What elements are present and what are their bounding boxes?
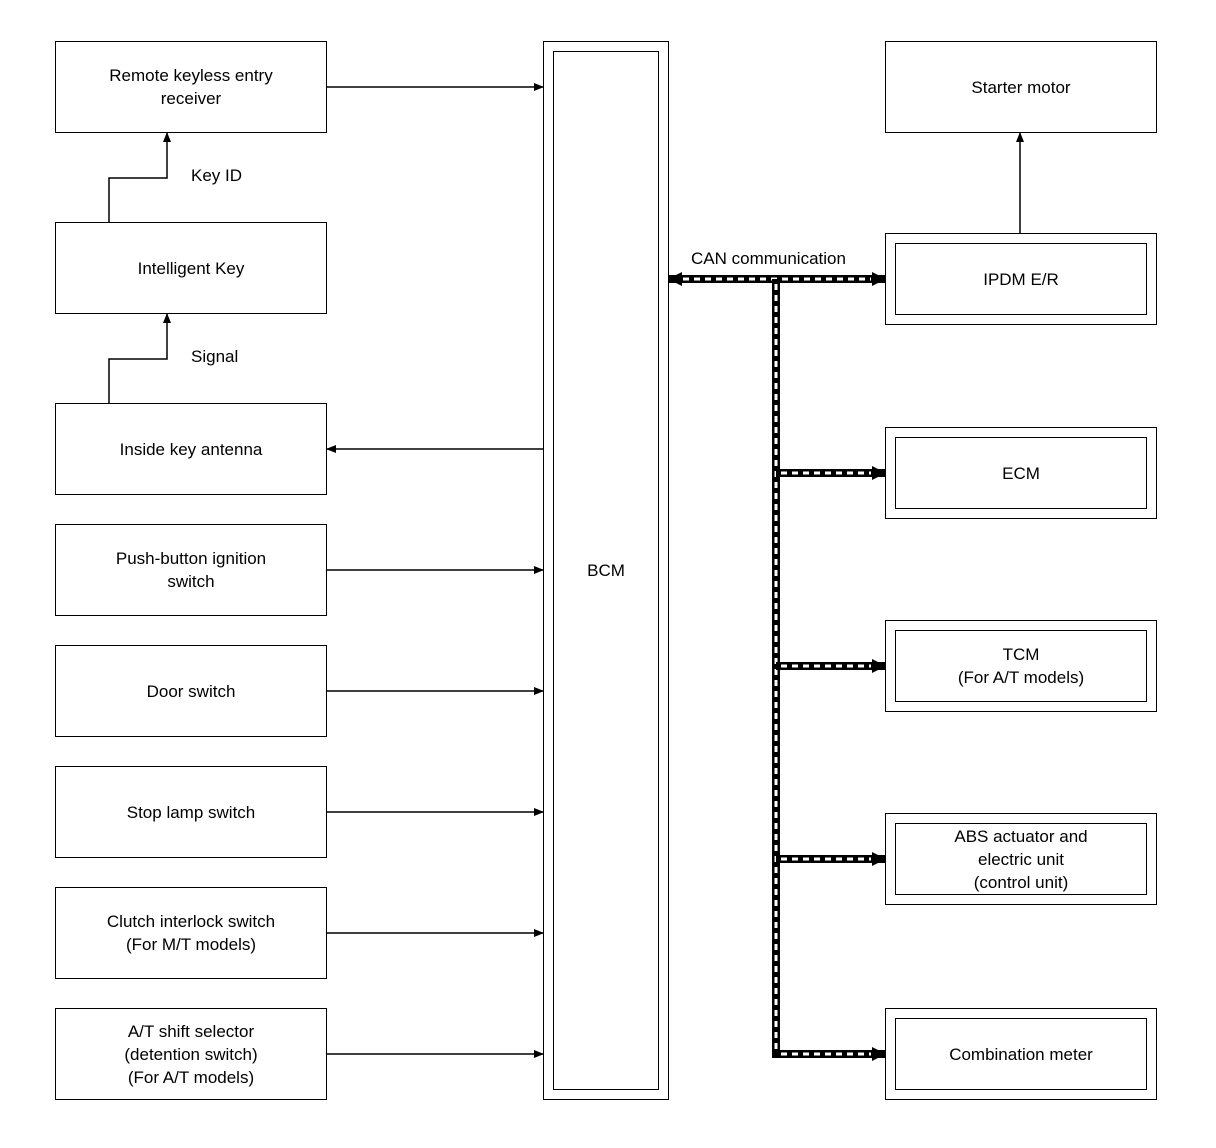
can-bus (668, 272, 886, 1061)
bcm-box: BCM (543, 41, 669, 1100)
clutch-interlock-switch-box: Clutch interlock switch (For M/T models) (55, 887, 327, 979)
abs-actuator-label: ABS actuator and electric unit (control … (954, 826, 1088, 892)
abs-actuator-box: ABS actuator and electric unit (control … (885, 813, 1157, 905)
stop-lamp-switch-box: Stop lamp switch (55, 766, 327, 858)
stop-lamp-switch-label: Stop lamp switch (126, 802, 256, 822)
inside-key-antenna-label: Inside key antenna (119, 439, 263, 459)
signal-label: Signal (191, 347, 239, 366)
ecm-box: ECM (885, 427, 1157, 519)
remote-keyless-entry-receiver-label: Remote keyless entry receiver (109, 66, 273, 108)
can-communication-label: CAN communication (691, 249, 846, 268)
door-switch-label: Door switch (146, 681, 236, 701)
tcm-label: TCM (For A/T models) (957, 645, 1085, 687)
ipdm-er-box: IPDM E/R (885, 233, 1157, 325)
combination-meter-box: Combination meter (885, 1008, 1157, 1100)
intelligent-key-label: Intelligent Key (137, 258, 245, 278)
intelligent-key-box: Intelligent Key (55, 222, 327, 314)
clutch-interlock-switch-label: Clutch interlock switch (For M/T models) (106, 912, 276, 954)
push-button-ignition-switch-box: Push-button ignition switch (55, 524, 327, 616)
wire-signal (108, 313, 171, 403)
key-id-label: Key ID (191, 166, 243, 185)
at-shift-selector-label: A/T shift selector (detention switch) (F… (124, 1021, 258, 1087)
at-shift-selector-box: A/T shift selector (detention switch) (F… (55, 1008, 327, 1100)
combination-meter-label: Combination meter (949, 1044, 1093, 1064)
starter-motor-box: Starter motor (885, 41, 1157, 133)
push-button-ignition-switch-label: Push-button ignition switch (115, 549, 267, 591)
inside-key-antenna-box: Inside key antenna (55, 403, 327, 495)
starter-motor-label: Starter motor (971, 77, 1071, 97)
ecm-label: ECM (1002, 463, 1040, 483)
door-switch-box: Door switch (55, 645, 327, 737)
remote-keyless-entry-receiver-box: Remote keyless entry receiver (55, 41, 327, 133)
wire-key-id (108, 132, 171, 222)
ipdm-er-label: IPDM E/R (983, 269, 1059, 289)
bcm-label: BCM (587, 561, 625, 580)
tcm-box: TCM (For A/T models) (885, 620, 1157, 712)
